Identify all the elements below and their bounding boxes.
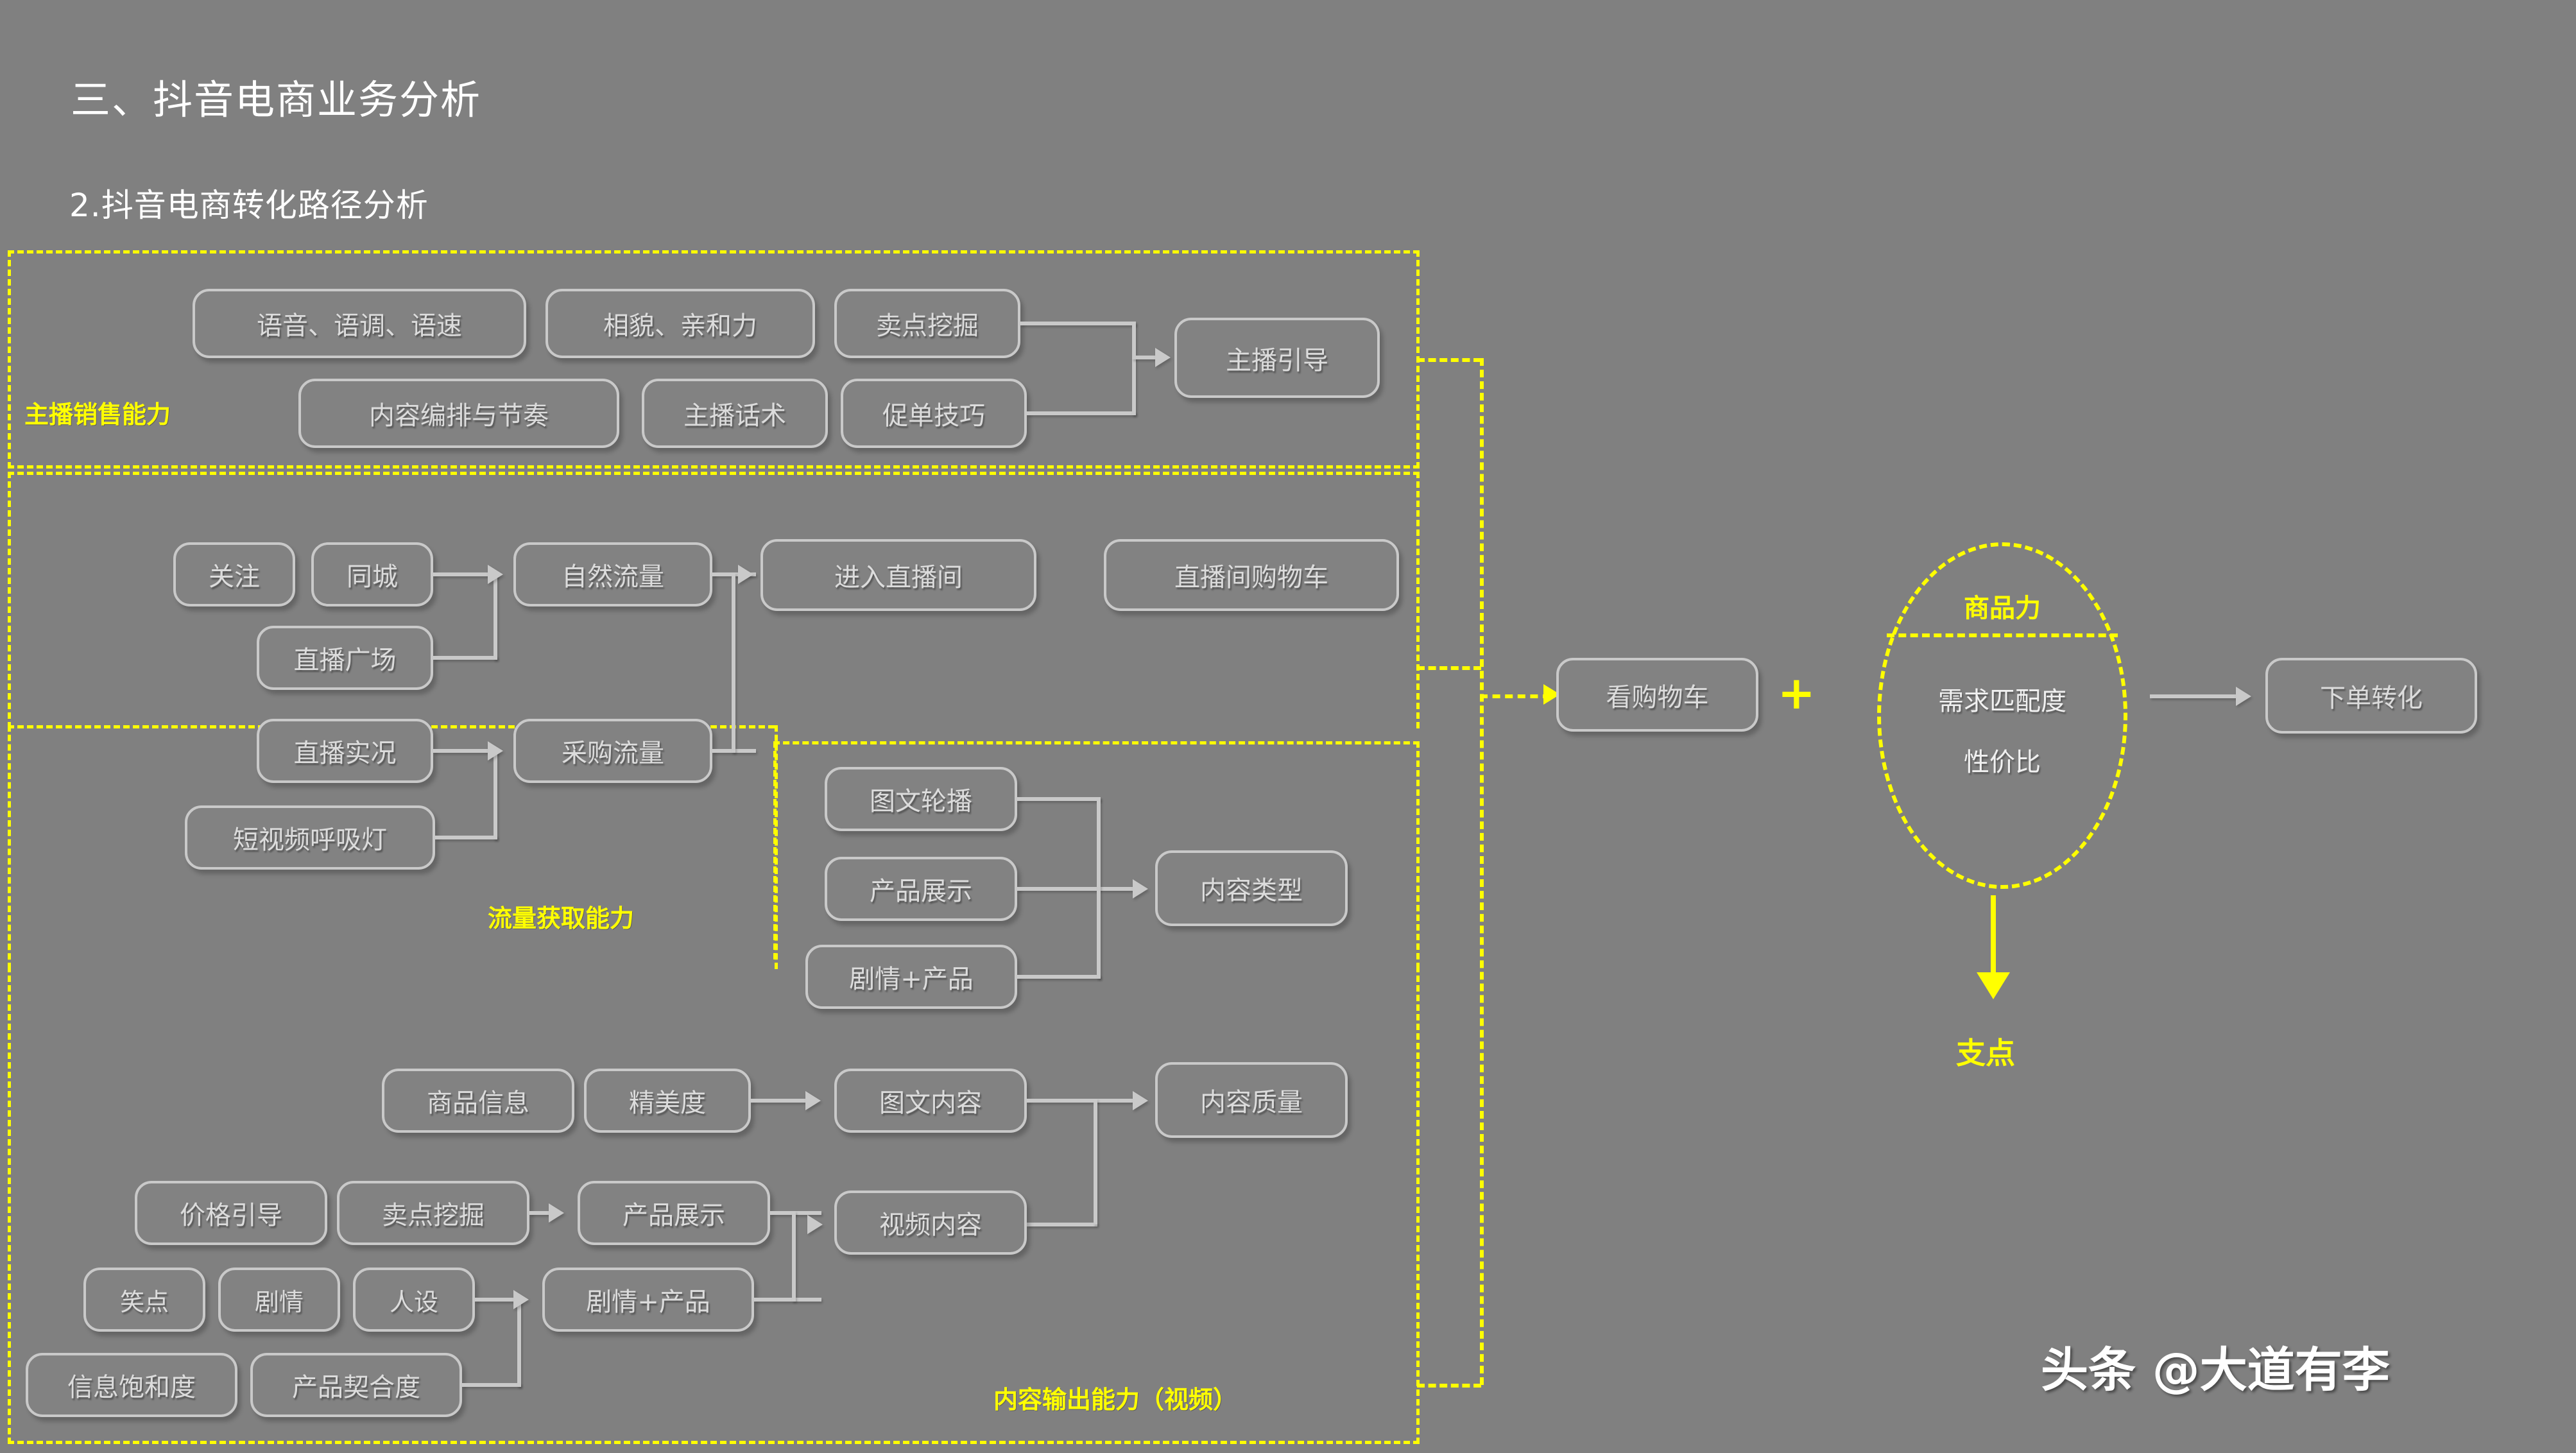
- arrow-head: [488, 741, 503, 761]
- node-content-type[interactable]: 内容类型: [1155, 850, 1348, 926]
- connector-line: [517, 1298, 521, 1387]
- node-image-text-content[interactable]: 图文内容: [834, 1069, 1027, 1133]
- arrow-head: [1133, 1091, 1148, 1110]
- connector-line: [792, 1211, 796, 1302]
- arrow-head: [1133, 879, 1148, 898]
- page-title: 三、抖音电商业务分析: [71, 76, 482, 123]
- node-price-guidance[interactable]: 价格引导: [135, 1181, 327, 1245]
- yellow-connector-branch-content: [1417, 1384, 1481, 1388]
- yellow-connector-branch-anchor: [1417, 358, 1481, 362]
- node-follow[interactable]: 关注: [173, 542, 295, 606]
- connector-line: [433, 656, 497, 660]
- yellow-connector-trunk: [1480, 358, 1484, 1385]
- node-natural-traffic[interactable]: 自然流量: [513, 542, 712, 606]
- yellow-connector-to-cart: [1480, 694, 1550, 698]
- group-label-traffic: 流量获取能力: [488, 904, 635, 933]
- connector-line: [751, 1099, 812, 1103]
- fulcrum-arrow-stem: [1991, 895, 1996, 976]
- node-order-push-skill[interactable]: 促单技巧: [841, 379, 1027, 448]
- group-traffic: [8, 472, 1420, 728]
- node-short-video-light[interactable]: 短视频呼吸灯: [185, 805, 435, 870]
- group-content-output-top: [773, 741, 1420, 969]
- product-power-divider: [1887, 633, 2118, 637]
- connector-line: [1094, 1099, 1097, 1225]
- group-content-output: [8, 966, 1420, 1444]
- connector-line: [2150, 694, 2241, 698]
- node-exquisiteness[interactable]: 精美度: [584, 1069, 751, 1133]
- arrow-head: [1155, 348, 1171, 367]
- node-info-saturation[interactable]: 信息饱和度: [26, 1353, 237, 1417]
- node-view-cart[interactable]: 看购物车: [1556, 658, 1758, 732]
- node-order-conversion[interactable]: 下单转化: [2265, 658, 2477, 734]
- node-content-quality[interactable]: 内容质量: [1155, 1062, 1348, 1138]
- arrow-head: [2236, 687, 2251, 706]
- node-anchor-guidance[interactable]: 主播引导: [1174, 318, 1380, 398]
- node-selling-point-mining[interactable]: 卖点挖掘: [834, 289, 1020, 358]
- node-live-stream[interactable]: 直播实况: [257, 719, 433, 783]
- node-plot[interactable]: 剧情: [218, 1268, 340, 1332]
- arrow-head: [807, 1215, 823, 1234]
- frame-seam-patch: [11, 963, 775, 970]
- node-enter-live-room[interactable]: 进入直播间: [760, 539, 1036, 611]
- arrow-head: [738, 565, 753, 584]
- connector-line: [1017, 887, 1136, 891]
- watermark: 头条 @大道有李: [2041, 1343, 2390, 1398]
- connector-line: [1020, 322, 1136, 325]
- arrow-head: [488, 565, 503, 584]
- node-product-display-bottom[interactable]: 产品展示: [578, 1181, 770, 1245]
- node-product-fit[interactable]: 产品契合度: [250, 1353, 462, 1417]
- connector-line: [1097, 797, 1101, 979]
- yellow-connector-branch-traffic: [1417, 666, 1481, 670]
- connector-line: [1027, 1099, 1133, 1103]
- arrow-head: [549, 1203, 564, 1223]
- connector-line: [754, 1298, 821, 1302]
- connector-line: [433, 572, 497, 576]
- connector-line: [1017, 797, 1101, 801]
- node-video-content[interactable]: 视频内容: [834, 1191, 1027, 1255]
- node-product-display-top[interactable]: 产品展示: [825, 857, 1017, 921]
- connector-line: [529, 1211, 556, 1215]
- plus-sign: +: [1778, 667, 1816, 719]
- node-content-arrangement-rhythm[interactable]: 内容编排与节奏: [298, 379, 619, 448]
- node-image-text-carousel[interactable]: 图文轮播: [825, 767, 1017, 831]
- connector-line: [462, 1383, 521, 1387]
- connector-line: [770, 1211, 821, 1215]
- connector-line: [433, 749, 497, 753]
- node-live-room-cart[interactable]: 直播间购物车: [1104, 539, 1399, 611]
- node-plot-product-bottom[interactable]: 剧情+产品: [542, 1268, 754, 1332]
- product-power-ellipse: [1877, 542, 2127, 889]
- node-laugh-point[interactable]: 笑点: [83, 1268, 205, 1332]
- arrow-head: [513, 1290, 529, 1309]
- connector-line: [475, 1298, 521, 1302]
- node-purchased-traffic[interactable]: 采购流量: [513, 719, 712, 783]
- group-label-anchor-sales: 主播销售能力: [24, 400, 171, 429]
- connector-line: [1027, 1223, 1097, 1226]
- node-plot-product-top[interactable]: 剧情+产品: [805, 945, 1017, 1009]
- fulcrum-arrow-head: [1977, 972, 2010, 999]
- arrow-head: [805, 1091, 821, 1110]
- connector-line: [494, 749, 497, 839]
- page-subtitle: 2.抖音电商转化路径分析: [69, 187, 429, 224]
- connector-line: [1027, 411, 1136, 415]
- group-label-content-output: 内容输出能力（视频）: [993, 1386, 1238, 1414]
- connector-line: [435, 836, 497, 839]
- connector-line: [1017, 975, 1101, 979]
- product-power-title: 商品力: [1964, 594, 2041, 623]
- node-same-city[interactable]: 同城: [311, 542, 433, 606]
- node-selling-point-mining-2[interactable]: 卖点挖掘: [337, 1181, 529, 1245]
- frame-seam-patch-2: [778, 722, 1416, 730]
- node-appearance-affinity[interactable]: 相貌、亲和力: [545, 289, 815, 358]
- connector-line: [1132, 322, 1136, 415]
- fulcrum-label: 支点: [1956, 1036, 2015, 1070]
- node-product-info[interactable]: 商品信息: [382, 1069, 574, 1133]
- product-power-line-1: 需求匹配度: [1938, 687, 2066, 716]
- node-anchor-script[interactable]: 主播话术: [642, 379, 828, 448]
- node-persona[interactable]: 人设: [353, 1268, 475, 1332]
- node-voice-tone-speed[interactable]: 语音、语调、语速: [193, 289, 526, 358]
- node-live-plaza[interactable]: 直播广场: [257, 626, 433, 690]
- connector-line: [732, 572, 735, 753]
- connector-line: [494, 572, 497, 660]
- connector-line: [1132, 356, 1159, 359]
- product-power-line-2: 性价比: [1964, 748, 2041, 777]
